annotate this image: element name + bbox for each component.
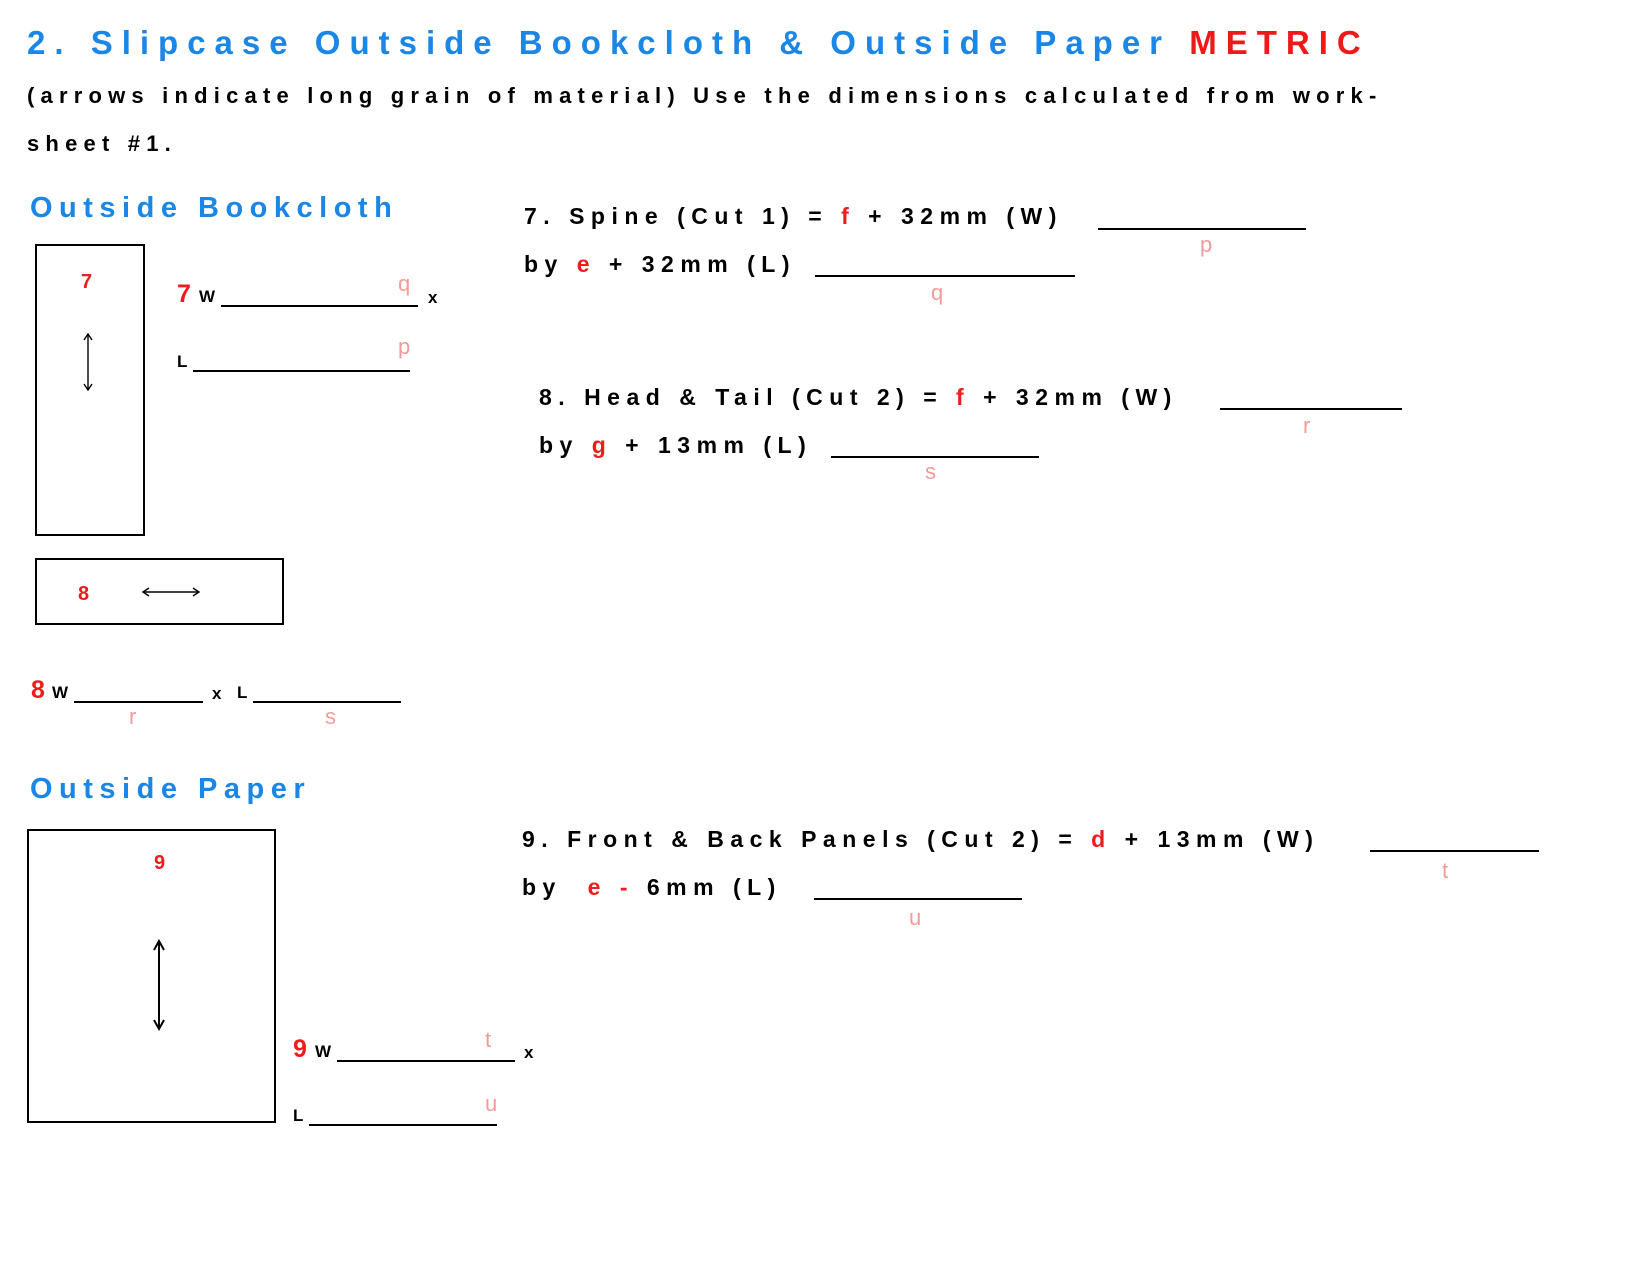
formula-7-length-answer-field[interactable]: [815, 275, 1075, 277]
formula-9-line-2: by e - 6mm (L): [522, 874, 782, 901]
formula-9-width-hint: t: [1442, 858, 1449, 883]
piece-7-number: 7: [177, 280, 191, 308]
formula-9-width-answer-field[interactable]: [1370, 850, 1539, 852]
formula-7-length-hint: q: [931, 280, 944, 305]
piece-9-number: 9: [293, 1035, 307, 1063]
metric-label: METRIC: [1189, 24, 1370, 61]
formula-9-minus-sign: -: [619, 874, 634, 900]
formula-8-line-2: by g + 13mm (L): [539, 432, 812, 459]
formula-9-prefix: 9. Front & Back Panels (Cut 2) =: [522, 826, 1092, 852]
piece-9-width-hint: t: [485, 1027, 492, 1052]
formula-9-variable-d: d: [1091, 826, 1112, 852]
double-arrow-horizontal-icon: [141, 587, 201, 597]
piece-7-width-field[interactable]: [221, 305, 418, 307]
formula-9-by: by: [522, 874, 575, 900]
formula-8-variable-g: g: [591, 432, 613, 458]
formula-8-width-hint: r: [1303, 413, 1311, 438]
piece-7-l-label: L: [177, 352, 188, 371]
piece-9-times-label: x: [524, 1043, 534, 1062]
formula-9-length-term: 6mm (L): [646, 874, 782, 900]
formula-7-line-2: by e + 32mm (L): [524, 251, 796, 278]
formula-9-length-answer-field[interactable]: [814, 898, 1022, 900]
piece-8-width-field[interactable]: [74, 701, 203, 703]
piece-7-times-label: x: [428, 288, 438, 307]
piece-8-length-hint: s: [325, 704, 336, 729]
piece-9-l-label: L: [293, 1106, 304, 1125]
piece-8-length-field[interactable]: [253, 701, 401, 703]
formula-7-line-1: 7. Spine (Cut 1) = f + 32mm (W): [524, 203, 1063, 230]
piece-9-box-label: 9: [154, 852, 166, 874]
formula-7-length-term: + 32mm (L): [596, 251, 796, 277]
formula-9-length-hint: u: [909, 905, 922, 930]
formula-7-width-term: + 32mm (W): [855, 203, 1063, 229]
piece-7-box-label: 7: [81, 271, 93, 293]
piece-7-length-field[interactable]: [193, 370, 410, 372]
piece-7-width-hint: q: [398, 271, 411, 296]
piece-8-l-label: L: [237, 683, 248, 702]
piece-7-length-hint: p: [398, 334, 411, 359]
piece-9-w-label: W: [315, 1042, 332, 1061]
piece-8-width-hint: r: [129, 704, 137, 729]
formula-8-by: by: [539, 432, 592, 458]
formula-8-width-answer-field[interactable]: [1220, 408, 1402, 410]
section-heading-bookcloth: Outside Bookcloth: [30, 192, 399, 224]
instructions-line-2: sheet #1.: [27, 131, 177, 156]
section-heading-paper: Outside Paper: [30, 773, 312, 805]
formula-8-line-1: 8. Head & Tail (Cut 2) = f + 32mm (W): [539, 384, 1178, 411]
page-title: 2. Slipcase Outside Bookcloth & Outside …: [27, 24, 1370, 62]
piece-8-box-label: 8: [78, 583, 90, 605]
formula-9-variable-e: e: [587, 874, 607, 900]
formula-8-width-term: + 32mm (W): [970, 384, 1178, 410]
piece-8-diagram: 8: [35, 558, 284, 625]
formula-7-variable-f: f: [841, 203, 856, 229]
formula-7-width-hint: p: [1200, 232, 1213, 257]
instructions-line-1: (arrows indicate long grain of material)…: [27, 83, 1383, 108]
formula-8-prefix: 8. Head & Tail (Cut 2) =: [539, 384, 957, 410]
piece-8-times-label: x: [212, 684, 222, 703]
formula-8-length-hint: s: [925, 459, 936, 484]
formula-7-by: by: [524, 251, 577, 277]
piece-7-w-label: W: [199, 287, 216, 306]
double-arrow-vertical-icon: [83, 332, 93, 392]
piece-8-w-label: W: [52, 683, 69, 702]
piece-7-diagram: 7: [35, 244, 145, 536]
piece-9-length-field[interactable]: [309, 1124, 497, 1126]
piece-8-number: 8: [31, 676, 45, 704]
formula-8-length-term: + 13mm (L): [612, 432, 813, 458]
piece-9-diagram: 9: [27, 829, 276, 1123]
piece-9-length-hint: u: [485, 1091, 498, 1116]
formula-7-width-answer-field[interactable]: [1098, 228, 1306, 230]
formula-7-variable-e: e: [576, 251, 597, 277]
formula-9-line-1: 9. Front & Back Panels (Cut 2) = d + 13m…: [522, 826, 1319, 853]
formula-9-width-term: + 13mm (W): [1111, 826, 1320, 852]
formula-8-length-answer-field[interactable]: [831, 456, 1039, 458]
double-arrow-vertical-icon: [153, 939, 165, 1031]
page-title-text: 2. Slipcase Outside Bookcloth & Outside …: [27, 24, 1190, 61]
formula-7-prefix: 7. Spine (Cut 1) =: [524, 203, 842, 229]
piece-9-width-field[interactable]: [337, 1060, 515, 1062]
formula-8-variable-f: f: [956, 384, 971, 410]
